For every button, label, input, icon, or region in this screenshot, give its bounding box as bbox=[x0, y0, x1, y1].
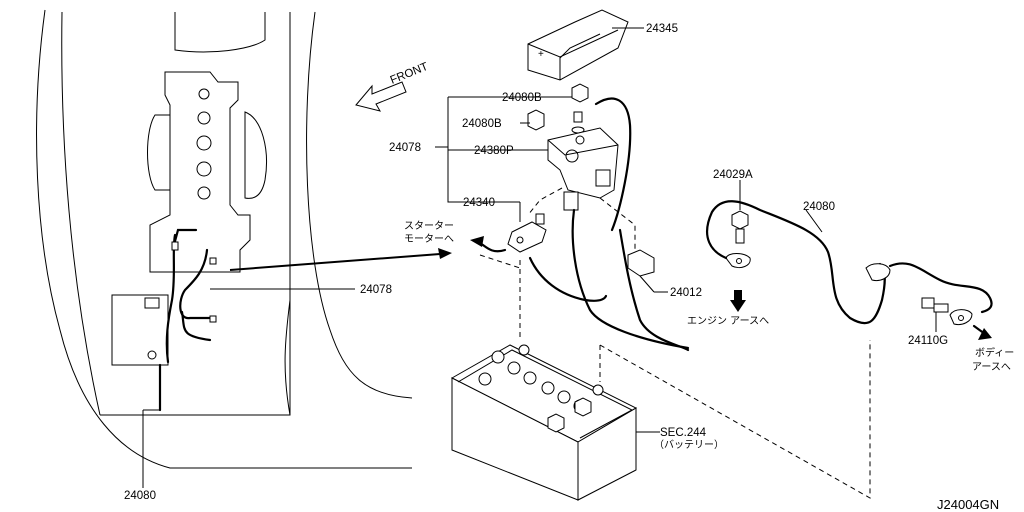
label-cable-ground: 24080 bbox=[803, 201, 835, 213]
front-direction-label: FRONT bbox=[389, 61, 430, 87]
label-cover: 24345 bbox=[646, 23, 678, 35]
fuse-block-assembly bbox=[470, 83, 690, 352]
down-arrow-icon bbox=[730, 290, 746, 312]
svg-text:+: + bbox=[538, 49, 544, 60]
label-battery-jp: （バッテリー） bbox=[654, 439, 724, 451]
label-harness-left: 24078 bbox=[360, 284, 392, 296]
terminal-cover: + bbox=[527, 9, 629, 81]
label-assembly: 24078 bbox=[389, 142, 421, 154]
label-fuse-block: 24380P bbox=[474, 145, 514, 157]
label-bolt-body: 24110G bbox=[908, 335, 948, 347]
diagram-code: J24004GN bbox=[937, 497, 999, 512]
note-body-line2: アースへ bbox=[972, 362, 1011, 373]
label-bolt-engine: 24029A bbox=[713, 169, 753, 181]
engine-bay-overview bbox=[36, 9, 413, 469]
label-clip: 24012 bbox=[670, 287, 702, 299]
note-engine-ground: エンジン アースへ bbox=[687, 316, 769, 327]
label-harness-bottom: 24080 bbox=[124, 490, 156, 502]
detail-arrow bbox=[229, 248, 452, 271]
note-starter-line1: スターター bbox=[404, 220, 454, 232]
hollow-arrow-icon bbox=[355, 81, 407, 112]
label-terminal: 24340 bbox=[463, 197, 495, 209]
ground-cable bbox=[706, 200, 993, 340]
label-battery-ref: SEC.244 bbox=[660, 427, 707, 439]
note-starter-line2: モーターへ bbox=[404, 233, 454, 245]
battery bbox=[450, 344, 638, 501]
label-bolt-mid: 24080B bbox=[462, 118, 502, 130]
note-body-line1: ボディー bbox=[975, 346, 1014, 359]
label-bolt-top: 24080B bbox=[502, 92, 542, 104]
